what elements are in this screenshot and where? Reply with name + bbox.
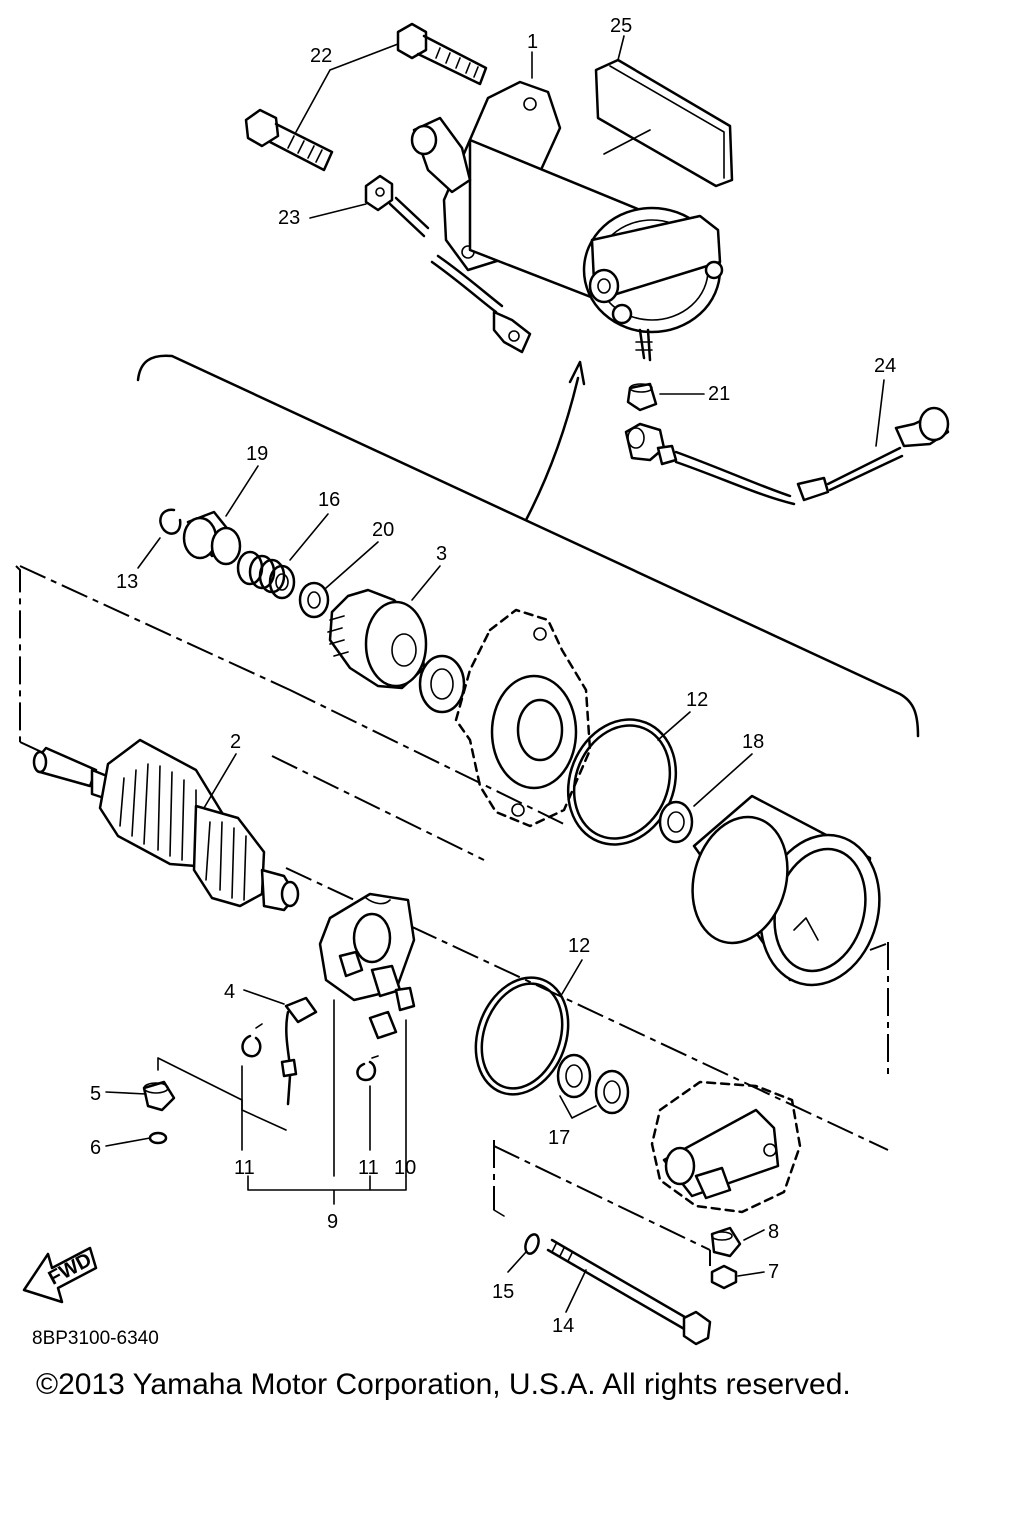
- label-18: 18: [742, 731, 764, 753]
- label-8: 8: [768, 1221, 779, 1243]
- label-9: 9: [327, 1211, 338, 1233]
- label-17: 17: [548, 1127, 570, 1149]
- label-19: 19: [246, 443, 268, 465]
- o-ring-12-upper: [566, 718, 678, 846]
- nut-8: [710, 1226, 742, 1258]
- fwd-arrow-icon: FWD: [22, 1246, 98, 1304]
- label-12-upper: 12: [686, 689, 708, 711]
- brush-spring-11-left: [241, 1023, 263, 1058]
- nut-7: [710, 1264, 738, 1290]
- bolt-22-lower: [244, 108, 334, 172]
- label-11-right: 11: [358, 1157, 379, 1179]
- fwd-label: FWD: [45, 1249, 96, 1290]
- brush-spring-11-right: [356, 1055, 379, 1082]
- rear-cover: [650, 1080, 802, 1214]
- label-15: 15: [492, 1281, 514, 1303]
- label-23: 23: [278, 207, 300, 229]
- label-24: 24: [874, 355, 896, 377]
- brush-holder-4: [280, 996, 318, 1106]
- collar-19: [182, 510, 242, 566]
- starter-motor-1: [410, 80, 724, 362]
- label-4: 4: [224, 981, 235, 1003]
- bolt-22-upper: [396, 22, 488, 86]
- washers-17: [556, 1053, 630, 1119]
- label-13: 13: [116, 571, 138, 593]
- washer-3b: [418, 654, 466, 714]
- label-12-lower: 12: [568, 935, 590, 957]
- label-2: 2: [230, 731, 241, 753]
- through-bolt-14: [546, 1238, 712, 1346]
- label-10: 10: [394, 1157, 416, 1179]
- exploded-frame-top: [15, 565, 569, 827]
- yoke: [691, 794, 881, 987]
- label-20: 20: [372, 519, 394, 541]
- washer-18: [658, 800, 694, 844]
- assembly-arrow: [524, 376, 580, 522]
- label-21: 21: [708, 383, 730, 405]
- label-25: 25: [610, 15, 632, 37]
- label-22: 22: [310, 45, 332, 67]
- brush-plate-9: [318, 892, 416, 1040]
- ground-wire-23: [364, 174, 532, 354]
- washer-6: [148, 1131, 168, 1145]
- label-1: 1: [527, 31, 538, 53]
- o-ring-15: [524, 1233, 540, 1255]
- clutch-3: [327, 588, 428, 690]
- label-3: 3: [436, 543, 447, 565]
- spring-16: [236, 550, 296, 600]
- o-ring-12-lower: [474, 976, 570, 1096]
- label-16: 16: [318, 489, 340, 511]
- copyright-notice: ©2013 Yamaha Motor Corporation, U.S.A. A…: [36, 1368, 851, 1401]
- leader-lines: [105, 35, 885, 1313]
- seal-5: [142, 1080, 176, 1112]
- label-14: 14: [552, 1315, 574, 1337]
- cover-25: [594, 58, 734, 188]
- part-labels: 1 25 22 23 24 21 19 16 20 3 13 12 18 2 1…: [90, 15, 896, 1337]
- starter-lead-24: [624, 406, 950, 506]
- circlip-13: [159, 508, 182, 535]
- part-code: 8BP3100-6340: [32, 1328, 159, 1349]
- cap-21: [626, 382, 658, 412]
- armature-2: [32, 738, 300, 912]
- label-5: 5: [90, 1083, 101, 1105]
- front-housing: [454, 608, 592, 828]
- label-11-left: 11: [234, 1157, 255, 1179]
- label-6: 6: [90, 1137, 101, 1159]
- label-7: 7: [768, 1261, 779, 1283]
- assembly-bracket: [136, 354, 920, 738]
- washer-20: [298, 581, 330, 619]
